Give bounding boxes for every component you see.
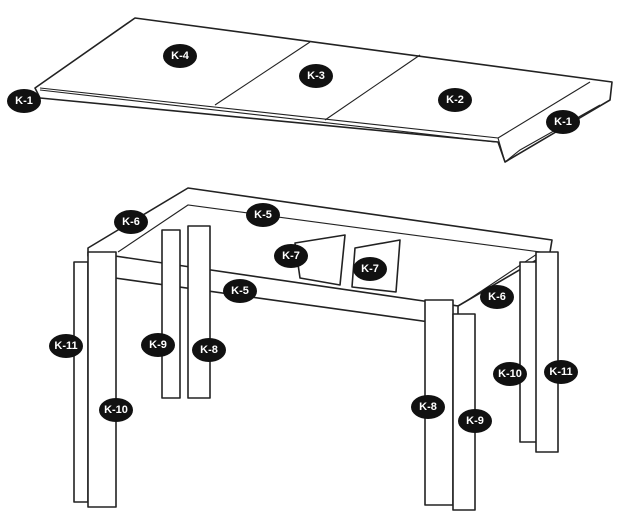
svg-text:K-10: K-10 bbox=[104, 404, 128, 416]
svg-text:K-5: K-5 bbox=[254, 209, 272, 221]
part-label-k6-right: K-6 bbox=[480, 285, 514, 309]
svg-text:K-1: K-1 bbox=[15, 95, 33, 107]
svg-text:K-9: K-9 bbox=[466, 415, 484, 427]
part-label-k10-right: K-10 bbox=[493, 362, 527, 386]
part-label-k2: K-2 bbox=[438, 88, 472, 112]
svg-text:K-2: K-2 bbox=[446, 94, 464, 106]
table-frame bbox=[73, 187, 559, 511]
svg-text:K-8: K-8 bbox=[419, 401, 437, 413]
svg-text:K-7: K-7 bbox=[282, 250, 300, 262]
part-label-k5-back: K-5 bbox=[246, 203, 280, 227]
svg-text:K-11: K-11 bbox=[549, 366, 572, 378]
part-label-k3: K-3 bbox=[299, 64, 333, 88]
svg-text:K-3: K-3 bbox=[307, 70, 325, 82]
part-label-k8-back: K-8 bbox=[192, 338, 226, 362]
part-label-k1-left: K-1 bbox=[7, 89, 41, 113]
part-label-k7-left: K-7 bbox=[274, 244, 308, 268]
tabletop bbox=[34, 17, 613, 163]
part-label-k7-right: K-7 bbox=[353, 257, 387, 281]
svg-text:K-11: K-11 bbox=[54, 340, 77, 352]
part-label-k9-front: K-9 bbox=[458, 409, 492, 433]
part-label-k11-left: K-11 bbox=[49, 334, 83, 358]
svg-text:K-6: K-6 bbox=[122, 216, 140, 228]
svg-text:K-5: K-5 bbox=[231, 285, 249, 297]
svg-text:K-8: K-8 bbox=[200, 344, 218, 356]
part-label-k10-left: K-10 bbox=[99, 398, 133, 422]
part-label-k8-front: K-8 bbox=[411, 395, 445, 419]
svg-text:K-9: K-9 bbox=[149, 339, 167, 351]
part-label-k4: K-4 bbox=[163, 44, 197, 68]
part-label-k5-front: K-5 bbox=[223, 279, 257, 303]
part-label-k11-right: K-11 bbox=[544, 360, 578, 384]
svg-text:K-10: K-10 bbox=[498, 368, 522, 380]
part-label-k1-right: K-1 bbox=[546, 110, 580, 134]
svg-text:K-4: K-4 bbox=[171, 50, 190, 62]
svg-text:K-6: K-6 bbox=[488, 291, 506, 303]
svg-text:K-1: K-1 bbox=[554, 116, 572, 128]
svg-text:K-7: K-7 bbox=[361, 263, 379, 275]
part-label-k6-left: K-6 bbox=[114, 210, 148, 234]
part-label-k9-back: K-9 bbox=[141, 333, 175, 357]
